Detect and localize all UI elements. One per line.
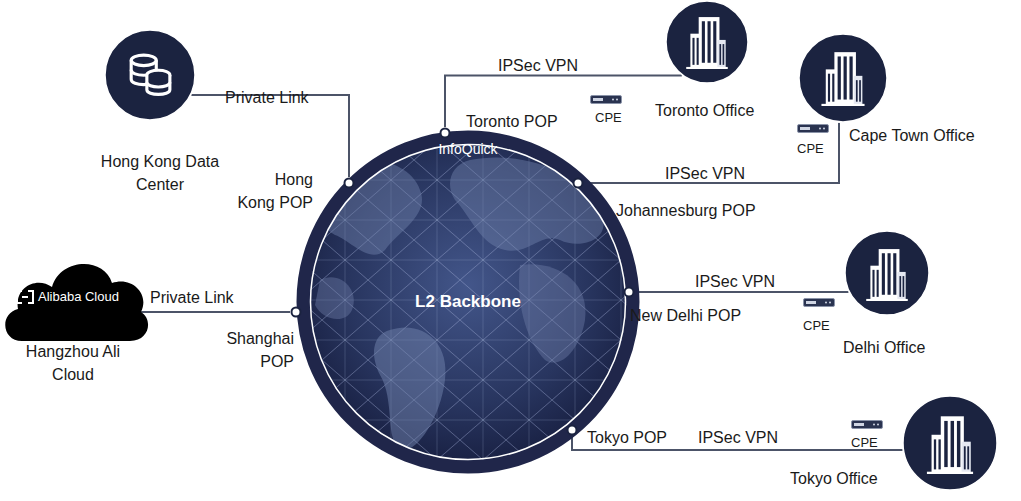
pop-point-outline bbox=[566, 424, 578, 436]
pop-point: New Delhi POP bbox=[623, 286, 635, 298]
office-node-outline bbox=[798, 33, 888, 123]
office-node: Delhi Office bbox=[844, 230, 930, 316]
node-label: Alibaba Cloud bbox=[38, 289, 148, 305]
node-label: Hangzhou Ali Cloud bbox=[12, 340, 134, 386]
cpe-device bbox=[852, 421, 883, 429]
node-label: New Delhi POP bbox=[630, 304, 770, 327]
node-label: Tokyo Office bbox=[790, 467, 910, 490]
node-label: Hong Kong POP bbox=[233, 168, 313, 214]
node-label: Cape Town Office bbox=[849, 124, 1009, 147]
office-node: Tokyo Office bbox=[902, 395, 998, 491]
node-label: Toronto POP bbox=[466, 110, 586, 133]
device-label: CPE bbox=[851, 435, 891, 451]
link-line bbox=[635, 291, 848, 293]
datacenter-node: Hong Kong Data Center bbox=[104, 29, 196, 121]
link-label: Private Link bbox=[225, 86, 335, 109]
node-label: InfoQuick bbox=[296, 141, 640, 158]
office-node: Toronto Office bbox=[665, 0, 749, 84]
node-label: Johannesburg POP bbox=[616, 199, 776, 222]
alibaba-logo-mark bbox=[17, 291, 33, 303]
link-label: IPSec VPN bbox=[665, 162, 775, 185]
building-icon bbox=[866, 249, 908, 301]
office-node-outline bbox=[844, 230, 930, 316]
office-node-outline bbox=[665, 0, 749, 84]
office-node: Cape Town Office bbox=[798, 33, 888, 123]
node-label: Shanghai POP bbox=[204, 327, 294, 373]
pop-point: Tokyo POP bbox=[566, 424, 578, 436]
datacenter-node-outline bbox=[104, 29, 196, 121]
cpe-device bbox=[591, 96, 622, 104]
node-label: Tokyo POP bbox=[587, 426, 687, 449]
pop-point-outline bbox=[439, 127, 451, 139]
cpe-device bbox=[804, 299, 835, 307]
device-label: CPE bbox=[803, 318, 843, 334]
pop-point: Toronto POP bbox=[439, 127, 451, 139]
pop-point-outline bbox=[623, 286, 635, 298]
office-node-outline bbox=[902, 395, 998, 491]
device-label: CPE bbox=[797, 141, 837, 157]
pop-point: Shanghai POP bbox=[290, 306, 302, 318]
pop-point: Hong Kong POP bbox=[343, 177, 355, 189]
node-label: Toronto Office bbox=[655, 99, 785, 122]
link-label: Private Link bbox=[150, 286, 260, 309]
node-label: Delhi Office bbox=[843, 336, 963, 359]
pop-point-outline bbox=[290, 306, 302, 318]
device-label: CPE bbox=[595, 110, 635, 126]
cpe-device bbox=[798, 125, 829, 133]
pop-point-outline bbox=[572, 177, 584, 189]
node-label: Hong Kong Data Center bbox=[85, 150, 235, 196]
pop-point-outline bbox=[343, 177, 355, 189]
link-label: IPSec VPN bbox=[695, 270, 805, 293]
pop-point: Johannesburg POP bbox=[572, 177, 584, 189]
building-icon bbox=[821, 52, 864, 106]
node-label: L2 Backbone bbox=[296, 291, 640, 313]
database-icon bbox=[131, 55, 170, 94]
link-line bbox=[138, 311, 290, 313]
link-label: IPSec VPN bbox=[698, 426, 808, 449]
link-label: IPSec VPN bbox=[498, 54, 608, 77]
building-icon bbox=[686, 17, 728, 69]
cloud-node: Alibaba CloudHangzhou Ali Cloud bbox=[0, 252, 150, 342]
building-icon bbox=[927, 416, 973, 474]
